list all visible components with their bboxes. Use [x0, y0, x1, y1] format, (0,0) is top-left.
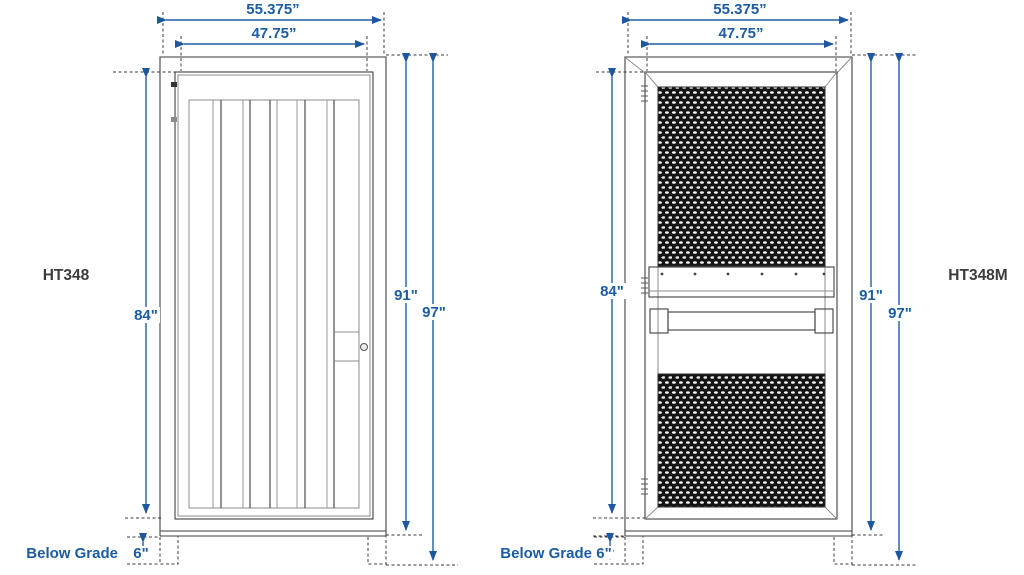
right-below-grade-jamb-left [624, 535, 644, 565]
push-bar-cap-right [814, 308, 834, 334]
push-bar-cap-left [649, 308, 669, 334]
left-below-grade-label: Below Grade [26, 545, 118, 562]
left-door-assembly: 55.375” 47.75” 84" 91" 97" Below Grade 6… [26, 1, 458, 566]
lock-cylinder-icon [360, 343, 368, 351]
leaf-miter-top-right [824, 71, 838, 88]
push-bar [649, 308, 834, 334]
right-overall-width-label: 55.375” [713, 1, 766, 18]
left-overall-height-label: 97" [422, 304, 446, 321]
leaf-miter-top-left [644, 71, 659, 88]
leaf-miter-bottom-right [824, 506, 838, 520]
left-frame-height-label: 91" [394, 287, 418, 304]
left-below-grade-depth-label: 6" [133, 545, 148, 562]
right-door-hinges [641, 85, 648, 495]
left-below-grade-jamb-right [367, 535, 387, 565]
right-door-dimensions: 55.375” 47.75” 84" 91" 97" Below Grade 6… [500, 1, 918, 566]
right-frame-miter-right [836, 57, 852, 74]
hinge-icon [641, 277, 648, 294]
right-leaf-height-label: 84" [600, 283, 624, 300]
left-frame-outline [159, 56, 387, 536]
hinge-icon [171, 82, 177, 87]
left-overall-width-label: 55.375” [246, 1, 299, 18]
mid-louver-panel [648, 266, 835, 298]
left-model-label: HT348 [43, 267, 90, 284]
right-leaf-width-label: 47.75” [718, 25, 763, 42]
right-model-label: HT348M [948, 267, 1007, 284]
right-frame-height-label: 91" [859, 287, 883, 304]
left-leaf-width-label: 47.75” [251, 25, 296, 42]
leaf-miter-bottom-left [644, 506, 659, 520]
top-mesh-screen [657, 86, 826, 267]
left-door-frame [159, 56, 387, 565]
right-overall-height-label: 97" [888, 305, 912, 322]
left-door-dimensions: 55.375” 47.75” 84" 91" 97" Below Grade 6… [26, 1, 458, 566]
right-frame-miter-left [625, 57, 646, 74]
hinge-icon [171, 117, 177, 122]
right-below-grade-label: Below Grade [500, 545, 592, 562]
right-below-grade-jamb-right [833, 535, 853, 565]
left-leaf-panel-border [188, 99, 360, 509]
push-bar-rail [667, 311, 816, 331]
left-door-lock [334, 331, 368, 362]
left-leaf-outer [174, 71, 374, 520]
left-leaf-inner-edge [177, 74, 371, 517]
hinge-icon [641, 478, 648, 495]
left-leaf-height-label: 84" [134, 307, 158, 324]
left-leaf-plank-lines [212, 100, 335, 508]
hinge-icon [641, 85, 648, 102]
right-below-grade-depth-label: 6" [596, 545, 611, 562]
bottom-mesh-screen [657, 373, 826, 508]
right-leaf-outer [644, 71, 838, 520]
louver-screw-icons [660, 272, 826, 276]
left-below-grade-jamb-left [159, 535, 179, 565]
left-door-hinges [171, 82, 177, 122]
right-door-assembly: 55.375” 47.75” 84" 91" 97" Below Grade 6… [500, 1, 1008, 566]
right-door-leaf [641, 71, 838, 520]
left-door-leaf [171, 71, 374, 520]
